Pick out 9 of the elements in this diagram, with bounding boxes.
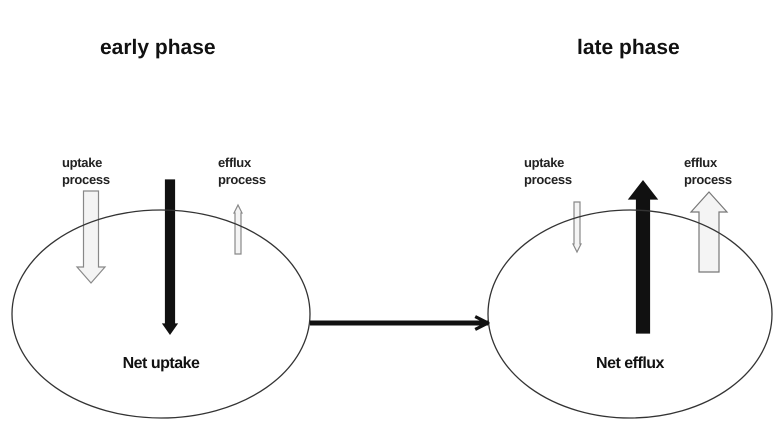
process-label: efflux process: [684, 154, 733, 188]
node-label: Net efflux: [595, 355, 666, 373]
process-label: efflux process: [218, 154, 267, 188]
process-label: uptake process: [62, 154, 111, 188]
process-label: uptake process: [524, 154, 573, 188]
arrow: [310, 315, 490, 331]
phase-heading: early phase: [100, 36, 216, 60]
node-label: Net uptake: [122, 355, 200, 373]
phase-heading: late phase: [577, 36, 680, 60]
